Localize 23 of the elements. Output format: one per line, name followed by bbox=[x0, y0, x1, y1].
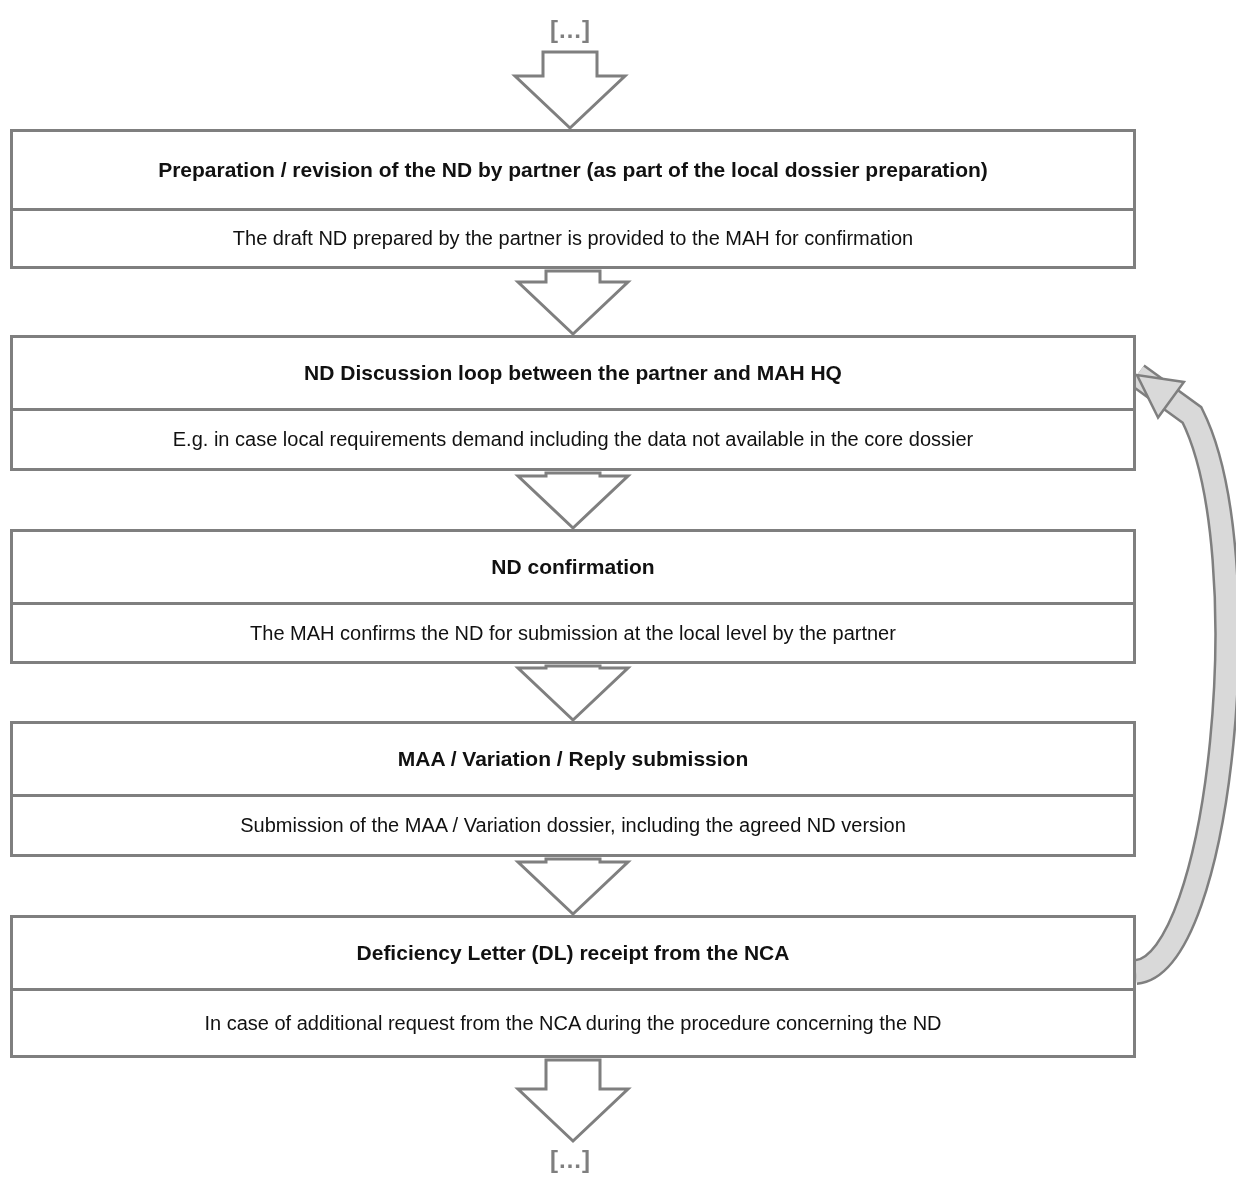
process-box bbox=[10, 721, 1136, 857]
step-description: The MAH confirms the ND for submission at the local level by the partner bbox=[250, 621, 896, 645]
process-box bbox=[10, 129, 1136, 269]
step-description: Submission of the MAA / Variation dossier, including the agreed ND version bbox=[240, 814, 906, 837]
arrow bbox=[511, 50, 629, 131]
process-box bbox=[10, 529, 1136, 664]
step-heading: MAA / Variation / Reply submission bbox=[397, 747, 749, 771]
step-heading: Deficiency Letter (DL) receipt from the NCA bbox=[356, 941, 790, 965]
process-box bbox=[10, 915, 1136, 1058]
step-heading: ND Discussion loop between the partner and MAH HQ bbox=[304, 361, 842, 385]
arrow bbox=[514, 1058, 632, 1144]
arrow bbox=[514, 269, 632, 337]
ellipsis-text: […] bbox=[520, 10, 620, 50]
process-box bbox=[10, 335, 1136, 471]
arrow bbox=[514, 471, 632, 531]
step-description: E.g. in case local requirements demand including the data not available in the core dossier bbox=[172, 428, 974, 451]
step-description: In case of additional request from the NCA during the procedure concerning the ND bbox=[204, 1011, 942, 1035]
arrow bbox=[514, 857, 632, 917]
ellipsis-text: […] bbox=[520, 1142, 620, 1177]
step-heading: Preparation / revision of the ND by partner (as part of the local dossier preparation) bbox=[158, 158, 988, 182]
step-heading: ND confirmation bbox=[491, 555, 655, 579]
step-description: The draft ND prepared by the partner is provided to the MAH for confirmation bbox=[232, 227, 914, 250]
arrow bbox=[514, 664, 632, 723]
